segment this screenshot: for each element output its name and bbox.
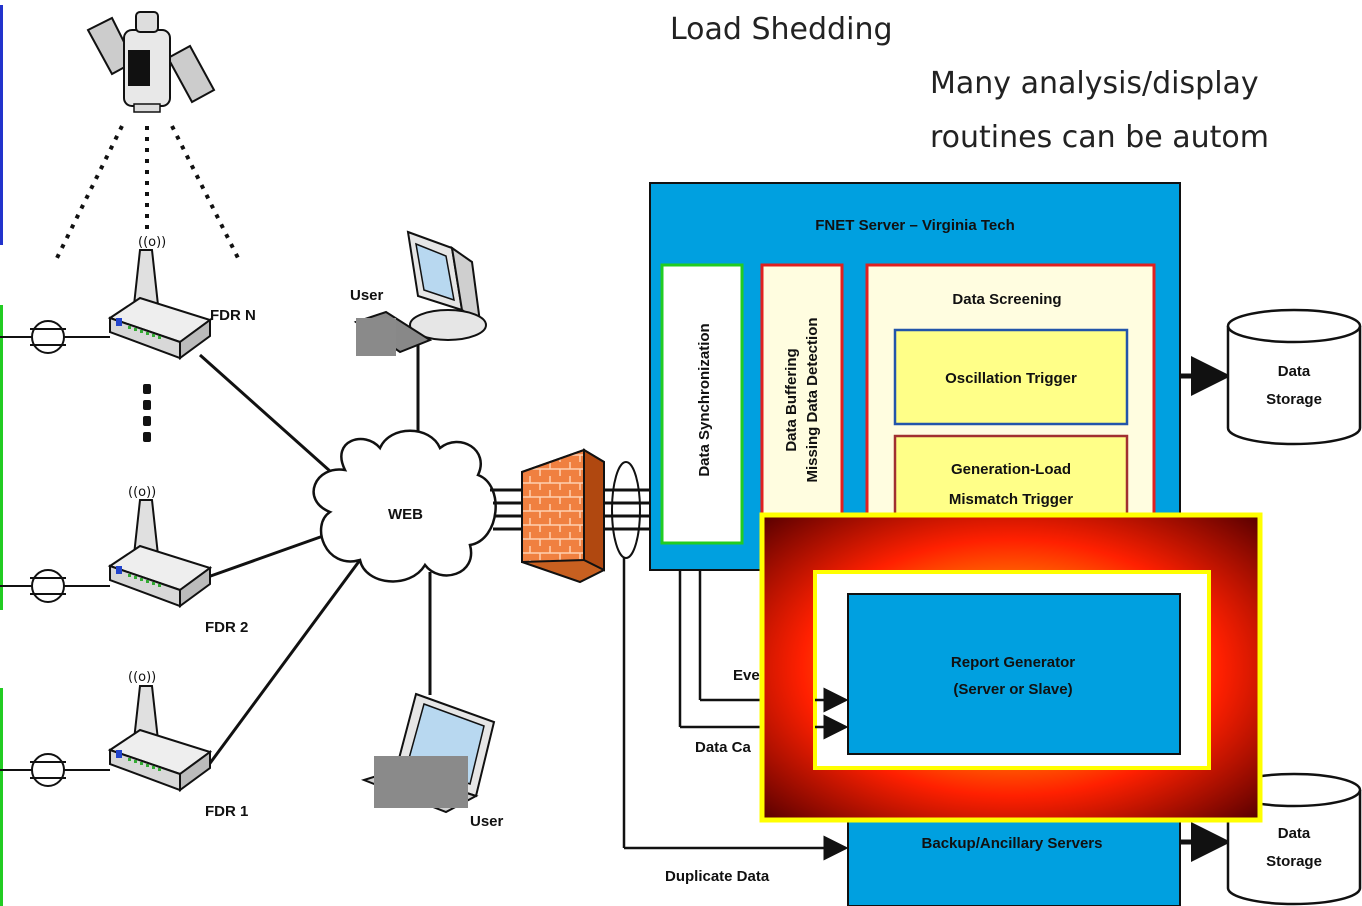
oscillation-trigger-box — [893, 328, 1129, 426]
web-cloud-icon — [312, 429, 497, 583]
fdr-ellipsis-dots — [143, 384, 151, 442]
fdr-2-router-icon: ((o)) — [107, 485, 213, 608]
satellite-links — [53, 125, 242, 263]
slide-subtitle-line2: routines can be autom — [930, 120, 1269, 155]
fdr-n-router-icon: ((o)) — [107, 235, 213, 360]
left-edge-accent-green-lower — [0, 688, 3, 906]
svg-text:((o)): ((o)) — [138, 235, 166, 250]
svg-text:((o)): ((o)) — [128, 670, 156, 685]
slide-title: Load Shedding — [670, 12, 893, 47]
satellite-icon — [86, 11, 216, 113]
data-buffering-panel — [760, 263, 844, 545]
backup-servers-label: Backup/Ancillary Servers — [922, 835, 1103, 852]
storage-top-label-1: Data — [1278, 363, 1311, 380]
fdr-n-label: FDR N — [210, 307, 256, 324]
slide-subtitle-line1: Many analysis/display — [930, 66, 1259, 101]
report-generator-line1: Report Generator — [951, 654, 1075, 671]
storage-bottom-label-2: Storage — [1266, 853, 1322, 870]
generation-trigger-line2: Mismatch Trigger — [949, 491, 1073, 508]
server-title: FNET Server – Virginia Tech — [815, 217, 1015, 234]
screening-label: Data Screening — [952, 291, 1061, 308]
left-edge-accent-blue — [0, 5, 3, 245]
user-bottom-label: User — [470, 813, 504, 830]
user-top-label: User — [350, 287, 384, 304]
buffer-label-line2: Missing Data Detection — [804, 317, 821, 482]
left-edge-accent-green — [0, 305, 3, 610]
web-label: WEB — [388, 506, 423, 523]
svg-text:((o)): ((o)) — [128, 485, 156, 500]
report-generator-line2: (Server or Slave) — [953, 681, 1072, 698]
link-bundle-ellipse — [611, 461, 641, 559]
duplicate-data-label: Duplicate Data — [665, 868, 770, 885]
fdr-1-label: FDR 1 — [205, 803, 248, 820]
network-links — [199, 345, 432, 771]
report-generator-box — [847, 593, 1181, 755]
fdr-1-router-icon: ((o)) — [107, 670, 213, 792]
generation-trigger-line1: Generation-Load — [951, 461, 1071, 478]
data-storage-top-cylinder-icon — [1226, 308, 1362, 446]
data-sync-label: Data Synchronization — [696, 323, 713, 476]
data-capture-label-partial: Data Ca — [695, 739, 752, 756]
firewall-icon — [521, 448, 605, 584]
desktop-computer-icon — [353, 230, 487, 356]
fdr-2-label: FDR 2 — [205, 619, 248, 636]
buffer-label-line1: Data Buffering — [783, 348, 800, 451]
power-line-symbols — [0, 320, 110, 787]
event-label-partial-a: Eve — [733, 667, 760, 684]
data-sync-panel — [660, 263, 744, 545]
storage-bottom-label-1: Data — [1278, 825, 1311, 842]
storage-top-label-2: Storage — [1266, 391, 1322, 408]
oscillation-trigger-label: Oscillation Trigger — [945, 370, 1077, 387]
laptop-icon — [360, 692, 496, 814]
